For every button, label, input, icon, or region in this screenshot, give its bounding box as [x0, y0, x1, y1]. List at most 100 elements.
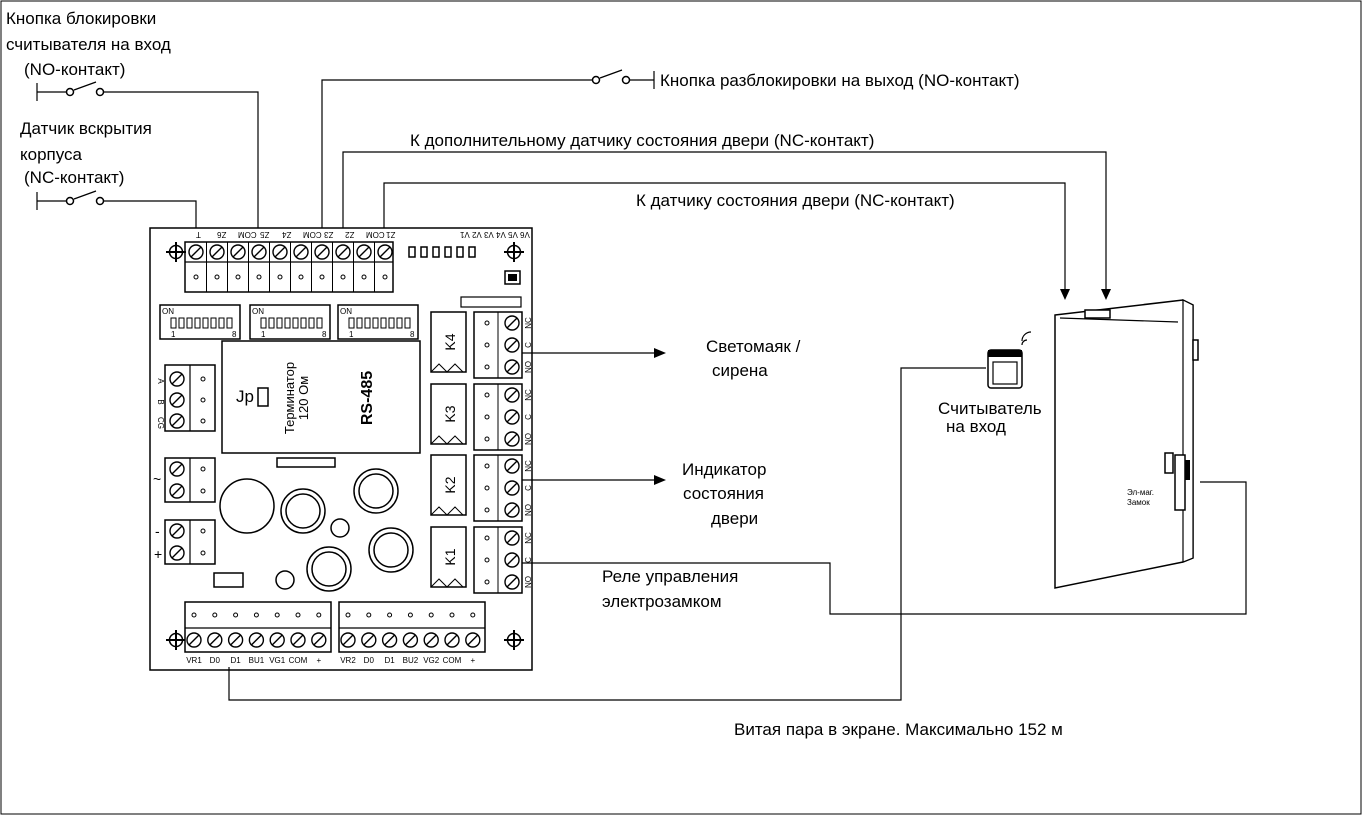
- screw-icon: [293, 244, 309, 260]
- svg-text:A: A: [156, 378, 165, 384]
- screw-icon: [504, 387, 520, 403]
- screw-icon: [251, 244, 267, 260]
- relay-pin-label: NO: [524, 361, 533, 373]
- indicator-wiring: Индикатор состояния двери: [522, 460, 766, 528]
- screw-icon: [335, 244, 351, 260]
- pin-hole: [253, 612, 259, 618]
- pin-hole: [484, 392, 490, 398]
- screw-icon: [504, 502, 520, 518]
- exit-button-label: Кнопка разблокировки на выход (NO-контак…: [660, 71, 1020, 90]
- svg-text:Индикатор: Индикатор: [682, 460, 766, 479]
- pin-hole: [470, 612, 476, 618]
- screw-icon: [504, 359, 520, 375]
- svg-text:ON: ON: [340, 307, 352, 316]
- svg-text:Датчик вскрытия: Датчик вскрытия: [20, 119, 152, 138]
- svg-text:+: +: [154, 546, 162, 562]
- svg-text:(NC-контакт): (NC-контакт): [24, 168, 124, 187]
- svg-text:корпуса: корпуса: [20, 145, 83, 164]
- bottom-terminal-label: BU2: [403, 656, 419, 665]
- screw-icon: [361, 632, 377, 648]
- svg-text:Замок: Замок: [1127, 498, 1150, 507]
- pin-hole: [484, 557, 490, 563]
- svg-text:Терминатор: Терминатор: [282, 362, 297, 434]
- dip-switch-3: ON 1 8: [337, 304, 419, 340]
- lock-button-label: Кнопка блокировки считывателя на вход (N…: [6, 9, 171, 79]
- svg-text:V6 V5 V4 V3 V2 V1: V6 V5 V4 V3 V2 V1: [459, 230, 529, 239]
- pin-hole: [340, 274, 346, 280]
- pin-hole: [274, 612, 280, 618]
- cable-wiring: Витая пара в экране. Максимально 152 м: [228, 367, 1063, 739]
- svg-text:COM: COM: [366, 230, 385, 239]
- screw-icon: [504, 574, 520, 590]
- pin-hole: [200, 488, 206, 494]
- screw-icon: [169, 545, 185, 561]
- pin-hole: [484, 485, 490, 491]
- svg-text:1: 1: [261, 330, 266, 339]
- pin-hole: [256, 274, 262, 280]
- screw-icon: [504, 315, 520, 331]
- pin-hole: [345, 612, 351, 618]
- screw-icon: [169, 371, 185, 387]
- svg-text:CG: CG: [156, 417, 165, 429]
- screw-icon: [272, 244, 288, 260]
- bottom-terminal-label: VG1: [269, 656, 286, 665]
- svg-text:Светомаяк /: Светомаяк /: [706, 337, 801, 356]
- pin-hole: [361, 274, 367, 280]
- screw-icon: [423, 632, 439, 648]
- pin-hole: [449, 612, 455, 618]
- relay-pin-label: NO: [524, 576, 533, 588]
- extra-sensor-label: К дополнительному датчику состояния двер…: [410, 131, 874, 150]
- tamper-switch-icon: [36, 190, 197, 232]
- bottom-terminal-block: [184, 601, 486, 653]
- rs485-label: RS-485: [359, 371, 376, 425]
- beacon-wiring: Светомаяк / сирена: [522, 337, 801, 380]
- door-icon: Эл-маг. Замок: [1054, 299, 1199, 589]
- screw-icon: [248, 632, 265, 648]
- bottom-terminal-label: D0: [210, 656, 221, 665]
- screw-icon: [169, 523, 185, 539]
- tamper-label: Датчик вскрытия корпуса (NC-контакт): [20, 119, 152, 187]
- cable-label: Витая пара в экране. Максимально 152 м: [734, 720, 1063, 739]
- dip-switch-1: ON 1 8: [159, 304, 241, 340]
- svg-text:8: 8: [322, 330, 327, 339]
- screw-icon: [381, 632, 398, 648]
- pin-hole: [191, 612, 197, 618]
- pin-hole: [200, 466, 206, 472]
- connector-icon: [460, 296, 522, 308]
- svg-text:ON: ON: [162, 307, 174, 316]
- ac-power-connector: ~: [153, 457, 216, 503]
- svg-text:двери: двери: [711, 509, 758, 528]
- relay-label: K4: [442, 333, 458, 350]
- relay-pin-label: NC: [524, 389, 533, 401]
- pin-hole: [295, 612, 301, 618]
- screw-icon: [207, 632, 223, 648]
- pin-hole: [484, 463, 490, 469]
- svg-text:(NO-контакт): (NO-контакт): [24, 60, 125, 79]
- bottom-terminal-label: COM: [289, 656, 308, 665]
- pin-hole: [212, 612, 218, 618]
- screw-icon: [504, 337, 520, 353]
- relay-label: K2: [442, 476, 458, 493]
- screw-icon: [504, 431, 520, 447]
- pin-hole: [484, 320, 490, 326]
- svg-text:T: T: [196, 230, 201, 239]
- pin-hole: [484, 414, 490, 420]
- top-terminal-labels: T Z6 COM Z5 Z4 COM Z3 Z2 COM Z1 V6 V5 V4…: [196, 230, 530, 239]
- bottom-terminal-label: VR1: [186, 656, 202, 665]
- pin-hole: [214, 274, 220, 280]
- svg-text:1: 1: [349, 330, 354, 339]
- screw-icon: [169, 483, 185, 499]
- pin-hole: [366, 612, 372, 618]
- screw-icon: [186, 632, 202, 648]
- relay-pin-label: NC: [524, 317, 533, 329]
- screw-icon: [402, 632, 419, 648]
- bottom-terminal-label: COM: [443, 656, 462, 665]
- screw-icon: [269, 632, 285, 648]
